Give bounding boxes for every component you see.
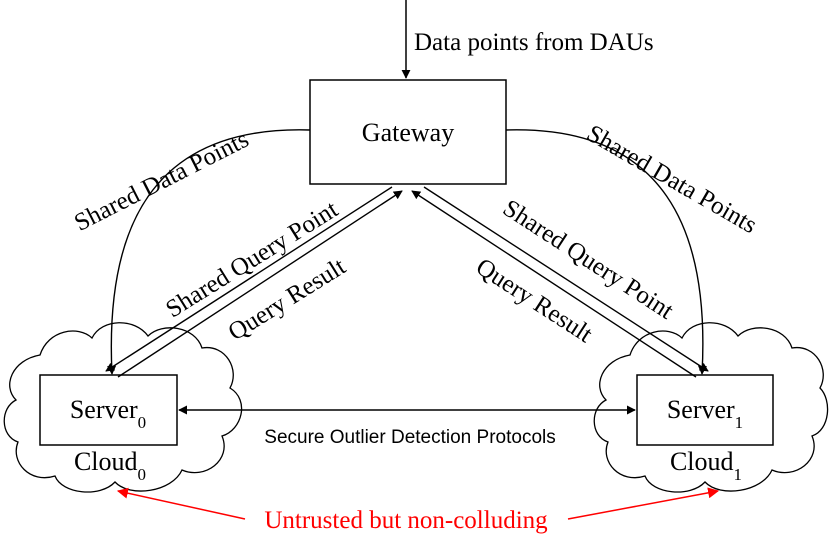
cloud0-name: Cloud [74,447,138,476]
left-shared-data-label: Shared Data Points [70,126,253,237]
right-shared-data-label: Shared Data Points [582,120,761,239]
left-shared-data-arrow [107,129,311,375]
server1-label: Server1 [667,395,743,432]
server0-subscript: 0 [138,413,147,432]
right-query-result-arrow [411,190,697,378]
server0-name: Server [70,395,138,424]
server1-box [636,374,774,446]
right-query-point-arrow [423,186,709,372]
right-shared-data-arrow [505,129,707,375]
server0-label: Server0 [70,395,146,432]
trust-arrow-left [116,487,246,520]
cloud1-subscript: 1 [734,465,743,484]
left-query-result-arrow [117,190,403,378]
cloud0-subscript: 0 [138,465,147,484]
gateway-label: Gateway [362,118,454,147]
trust-label: Untrusted but non-colluding [264,507,548,534]
cloud1-name: Cloud [670,447,734,476]
input-label: Data points from DAUs [414,29,654,56]
protocol-label: Secure Outlier Detection Protocols [264,427,555,448]
gateway-box [309,79,507,185]
cloud1-label: Cloud1 [670,447,742,484]
left-query-point-label: Shared Query Point [161,196,343,323]
left-query-point-arrow [105,186,393,372]
server1-name: Server [667,395,735,424]
trust-arrow-right [567,487,720,520]
server0-box [39,374,178,446]
server1-subscript: 1 [735,413,744,432]
cloud0-label: Cloud0 [74,447,146,484]
